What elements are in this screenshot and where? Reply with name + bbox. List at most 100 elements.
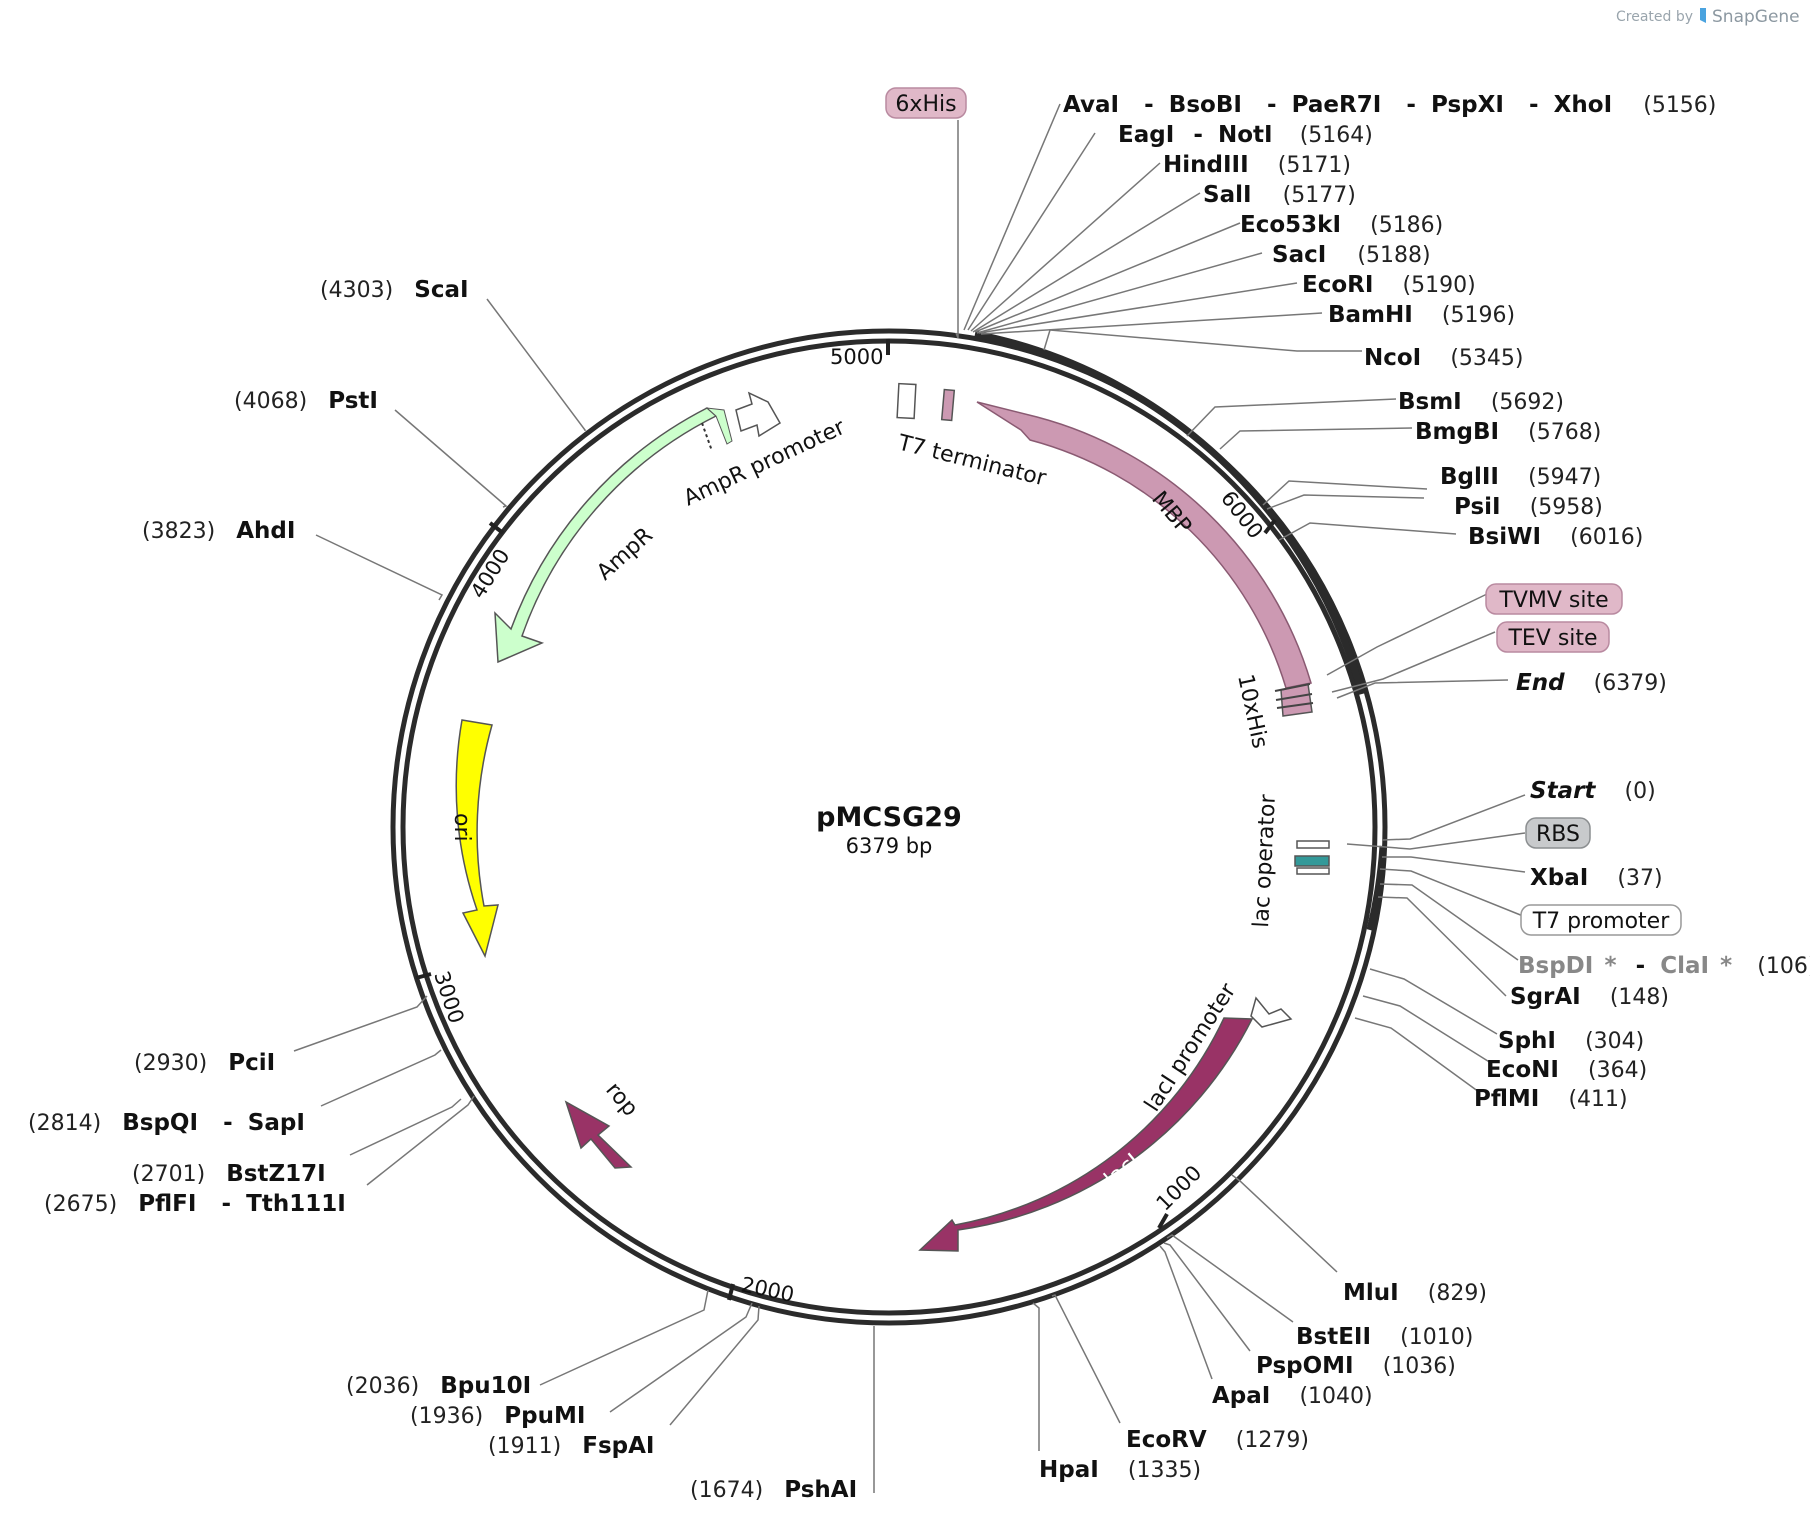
t7-promoter-box: T7 promoter [1520,904,1682,936]
site-fspai-group[interactable]: (1911) FspAI [488,1433,654,1459]
site-econi[interactable]: EcoNI [1486,1057,1559,1083]
site-bstz17i-group[interactable]: (2701) BstZ17I [132,1161,326,1187]
site-pshai-group[interactable]: (1674) PshAI [690,1477,857,1503]
site-ahdi-group[interactable]: (3823) AhdI [142,518,295,544]
site-avai-group[interactable]: AvaI - BsoBI - PaeR7I - PspXI - XhoI (51… [1063,92,1716,118]
site-bstz17i[interactable]: BstZ17I [226,1161,325,1187]
site-noti[interactable]: NotI [1218,122,1273,148]
site-xbai[interactable]: XbaI [1530,865,1588,891]
site-saci[interactable]: SacI [1272,242,1326,268]
ori-feature[interactable] [455,719,499,959]
site-pflmi[interactable]: PflMI [1474,1086,1539,1112]
site-ecorv-group[interactable]: EcoRV (1279) [1126,1427,1309,1453]
site-bspdi[interactable]: BspDI [1518,953,1593,979]
site-pspomi-group[interactable]: PspOMI (1036) [1256,1353,1456,1379]
site-psii[interactable]: PsiI [1454,494,1501,520]
site-bspdi-group[interactable]: BspDI * - ClaI * (106) [1518,953,1810,979]
site-pflmi-group[interactable]: PflMI (411) [1474,1086,1628,1112]
site-xhoi[interactable]: XhoI [1554,92,1612,118]
site-bsmi-group[interactable]: BsmI (5692) [1398,389,1564,415]
site-sapi[interactable]: SapI [248,1110,305,1136]
site-paer7i[interactable]: PaeR7I [1292,92,1382,118]
mbp-feature[interactable] [976,401,1312,689]
site-pflfi-group[interactable]: (2675) PflFI - Tth111I [44,1191,346,1217]
site-bsteii-group[interactable]: BstEII (1010) [1296,1324,1473,1350]
site-mlui[interactable]: MluI [1343,1280,1399,1306]
site-end-group[interactable]: End (6379) [1516,670,1667,696]
site-hpai[interactable]: HpaI [1039,1457,1099,1483]
site-psii-group[interactable]: PsiI (5958) [1454,494,1603,520]
site-econi-group[interactable]: EcoNI (364) [1486,1057,1647,1083]
site-apai[interactable]: ApaI [1212,1383,1270,1409]
site-eagi-group[interactable]: EagI - NotI (5164) [1118,122,1373,148]
laci-feature[interactable] [918,1017,1254,1252]
site-pcii[interactable]: PciI [228,1050,275,1076]
site-ncoi[interactable]: NcoI [1364,345,1421,371]
site-bmgbi[interactable]: BmgBI [1415,419,1499,445]
site-psti[interactable]: PstI [328,388,378,414]
site-start[interactable]: Start [1530,778,1596,804]
site-bpu10i-group[interactable]: (2036) Bpu10I [346,1373,531,1399]
site-bamhi-pos: (5196) [1442,303,1515,328]
site-ahdi[interactable]: AhdI [236,518,295,544]
site-sali-group[interactable]: SalI (5177) [1203,182,1356,208]
site-tth111i[interactable]: Tth111I [246,1191,346,1217]
site-sphi-group[interactable]: SphI (304) [1498,1028,1644,1054]
site-pspomi[interactable]: PspOMI [1256,1353,1354,1379]
ampr-feature[interactable] [494,407,718,664]
site-ecori-group[interactable]: EcoRI (5190) [1302,272,1476,298]
site-mlui-pos: (829) [1428,1281,1487,1306]
site-pflfi[interactable]: PflFI [138,1191,196,1217]
site-apai-group[interactable]: ApaI (1040) [1212,1383,1373,1409]
site-fspai[interactable]: FspAI [582,1433,654,1459]
site-sgrai[interactable]: SgrAI [1510,984,1581,1010]
site-hindiii-group[interactable]: HindIII (5171) [1163,152,1351,178]
site-pcii-group[interactable]: (2930) PciI [134,1050,275,1076]
site-bsiwi-group[interactable]: BsiWI (6016) [1468,524,1643,550]
site-hpai-group[interactable]: HpaI (1335) [1039,1457,1201,1483]
site-pshai[interactable]: PshAI [784,1477,857,1503]
rop-feature[interactable] [564,1100,633,1169]
site-ecorv[interactable]: EcoRV [1126,1427,1207,1453]
site-eagi[interactable]: EagI [1118,122,1174,148]
ampr-promoter-part [705,407,733,445]
site-bsobi[interactable]: BsoBI [1169,92,1242,118]
site-eco53ki[interactable]: Eco53kI [1240,212,1341,238]
site-bamhi-group[interactable]: BamHI (5196) [1328,302,1515,328]
leader-lines [293,103,1526,1493]
site-scai-group[interactable]: (4303) ScaI [320,277,469,303]
site-saci-group[interactable]: SacI (5188) [1272,242,1431,268]
lac-operator-label: lac operator [1249,793,1281,928]
site-ncoi-group[interactable]: NcoI (5345) [1364,345,1524,371]
site-xbai-group[interactable]: XbaI (37) [1530,865,1663,891]
site-sgrai-pos: (148) [1610,985,1669,1010]
site-bsmi[interactable]: BsmI [1398,389,1462,415]
site-avai[interactable]: AvaI [1063,92,1119,118]
site-bspqi-group[interactable]: (2814) BspQI - SapI [28,1110,305,1136]
site-bglii[interactable]: BglII [1440,464,1499,490]
site-bsiwi[interactable]: BsiWI [1468,524,1541,550]
site-bamhi[interactable]: BamHI [1328,302,1413,328]
site-bmgbi-group[interactable]: BmgBI (5768) [1415,419,1601,445]
site-scai[interactable]: ScaI [414,277,468,303]
site-hindiii-pos: (5171) [1278,153,1351,178]
site-sgrai-group[interactable]: SgrAI (148) [1510,984,1669,1010]
site-ecori[interactable]: EcoRI [1302,272,1373,298]
site-sphi[interactable]: SphI [1498,1028,1556,1054]
site-bsteii[interactable]: BstEII [1296,1324,1371,1350]
site-sali[interactable]: SalI [1203,182,1252,208]
site-clai[interactable]: ClaI [1660,953,1709,979]
site-hindiii[interactable]: HindIII [1163,152,1249,178]
site-end[interactable]: End [1516,670,1565,696]
site-psti-group[interactable]: (4068) PstI [234,388,378,414]
site-ppumi[interactable]: PpuMI [504,1403,585,1429]
site-start-group[interactable]: Start (0) [1530,778,1656,804]
site-eco53ki-group[interactable]: Eco53kI (5186) [1240,212,1443,238]
site-bglii-group[interactable]: BglII (5947) [1440,464,1601,490]
site-ppumi-group[interactable]: (1936) PpuMI [410,1403,585,1429]
site-bspqi[interactable]: BspQI [122,1110,198,1136]
site-mlui-group[interactable]: MluI (829) [1343,1280,1487,1306]
site-ahdi-pos: (3823) [142,519,215,544]
site-bpu10i[interactable]: Bpu10I [440,1373,531,1399]
site-pspxi[interactable]: PspXI [1431,92,1504,118]
